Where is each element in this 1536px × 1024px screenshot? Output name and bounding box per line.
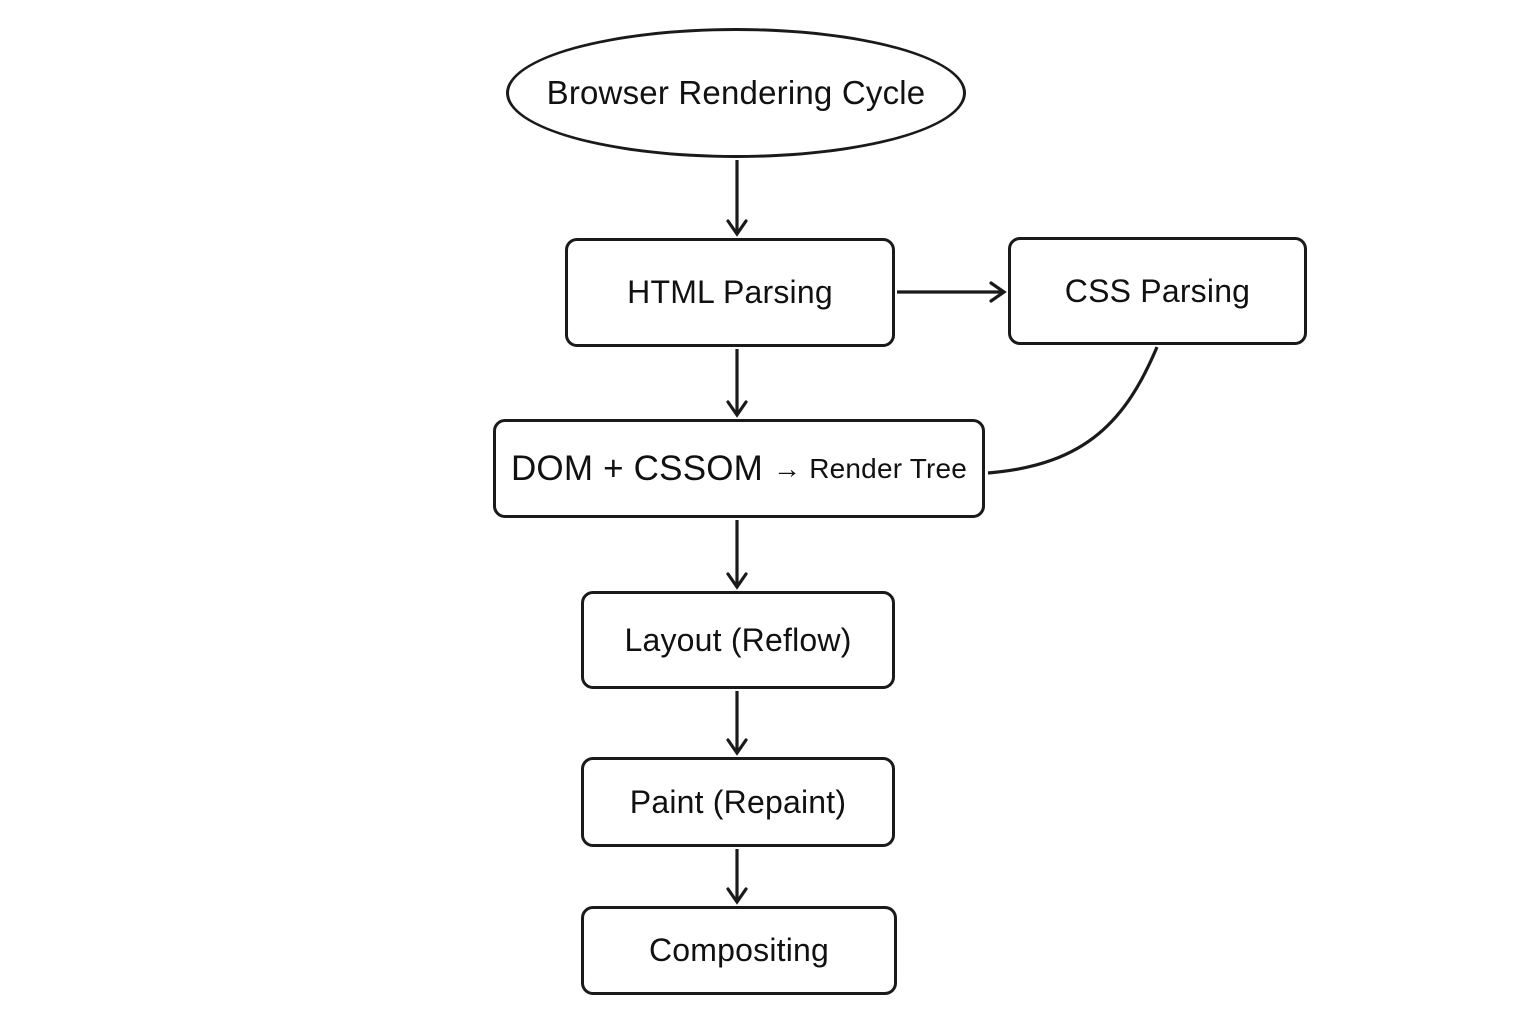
- node-browser-rendering-cycle: Browser Rendering Cycle: [506, 28, 966, 158]
- edge-css-to-dom-curve: [987, 346, 1159, 475]
- node-dom-cssom-render-tree: DOM + CSSOM → Render Tree: [493, 419, 985, 518]
- node-paint-repaint-label: Paint (Repaint): [629, 783, 847, 820]
- node-layout-reflow-label: Layout (Reflow): [624, 621, 852, 658]
- node-css-parsing-label: CSS Parsing: [1064, 272, 1251, 309]
- node-browser-rendering-cycle-label: Browser Rendering Cycle: [546, 74, 926, 111]
- node-dom-cssom-label-main: DOM + CSSOM: [510, 448, 764, 488]
- node-html-parsing: HTML Parsing: [565, 238, 895, 347]
- node-compositing-label: Compositing: [648, 932, 830, 968]
- node-dom-cssom-label-suffix: → Render Tree: [773, 452, 968, 484]
- node-css-parsing: CSS Parsing: [1008, 237, 1307, 345]
- node-html-parsing-label: HTML Parsing: [627, 274, 833, 310]
- node-layout-reflow: Layout (Reflow): [581, 591, 895, 689]
- node-paint-repaint: Paint (Repaint): [581, 757, 895, 847]
- node-compositing: Compositing: [581, 906, 897, 995]
